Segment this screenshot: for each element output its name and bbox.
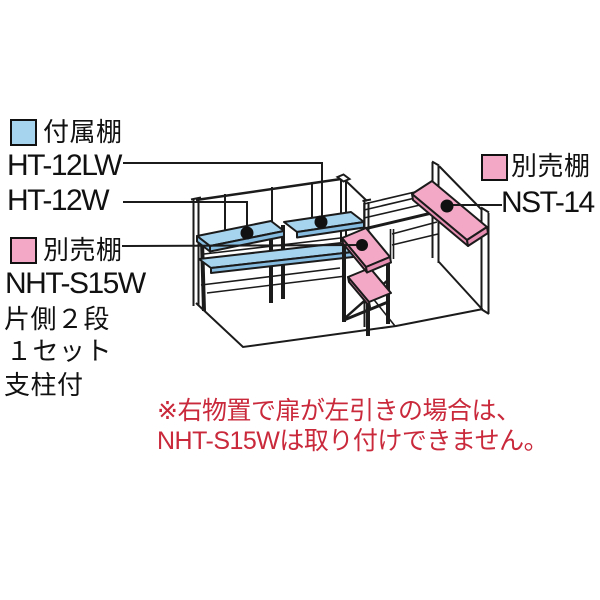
blue-shelves — [196, 211, 365, 274]
optional-shelf-detail-1: 片側２段 — [4, 304, 111, 334]
optional-shelf-detail-2: １セット — [6, 336, 113, 366]
shelf-marker-dots — [240, 199, 454, 251]
model-nht-s15w: NHT-S15W — [5, 267, 146, 300]
leader-nht-s15w — [121, 244, 361, 247]
leader-lines — [121, 162, 502, 247]
leader-ht12lw — [123, 162, 323, 218]
attached-shelf-label: 付属棚 — [43, 117, 123, 147]
model-ht-12lw: HT-12LW — [7, 149, 122, 182]
dot-ht12lw-shelf — [314, 215, 328, 229]
dot-nht-s15w-shelf — [356, 239, 368, 251]
leader-ht12w — [123, 201, 248, 229]
model-ht-12w: HT-12W — [7, 184, 110, 217]
warning-note-line1: ※右物置で扉が左引きの場合は、 — [157, 397, 521, 425]
optional-shelf-label: 別売棚 — [43, 235, 123, 265]
optional-shelf2-label: 別売棚 — [511, 151, 591, 181]
dot-ht12w-shelf — [240, 226, 254, 240]
attached-shelf-color-chip — [10, 119, 37, 146]
model-nst-14: NST-14 — [501, 186, 595, 219]
optional-shelf-detail-3: 支柱付 — [4, 370, 84, 400]
optional-shelf2-color-chip — [481, 154, 508, 181]
dot-nst14-shelf — [440, 199, 454, 213]
optional-shelf-color-chip — [10, 237, 37, 264]
warning-note-line2: NHT-S15Wは取り付けできません。 — [157, 427, 549, 455]
